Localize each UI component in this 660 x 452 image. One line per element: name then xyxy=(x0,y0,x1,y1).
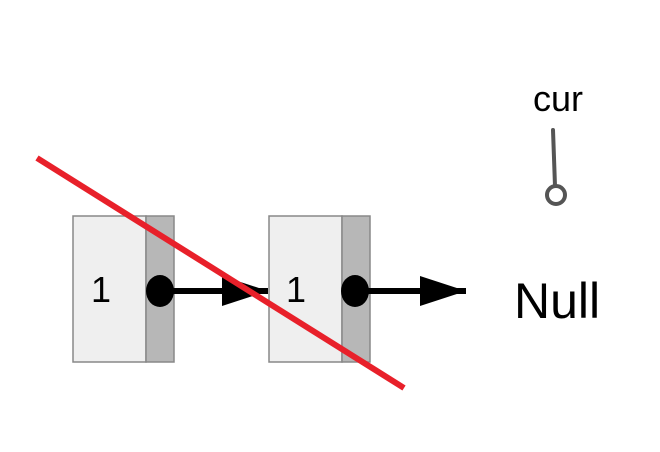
node-2-value: 1 xyxy=(286,269,306,310)
strike-through-line xyxy=(35,155,406,391)
node-1-value: 1 xyxy=(91,269,111,310)
pointer-dot-1 xyxy=(146,275,174,307)
cur-label: cur xyxy=(533,78,583,119)
cur-pointer: cur xyxy=(533,78,583,206)
cur-pointer-end-icon xyxy=(545,184,567,206)
node-1-value-cell xyxy=(72,215,147,363)
pointer-dot-2 xyxy=(341,275,369,307)
cur-pointer-stem xyxy=(551,128,557,188)
null-label: Null xyxy=(514,273,600,329)
list-node-1: 1 xyxy=(72,215,175,363)
next-pointer-2 xyxy=(341,275,466,307)
